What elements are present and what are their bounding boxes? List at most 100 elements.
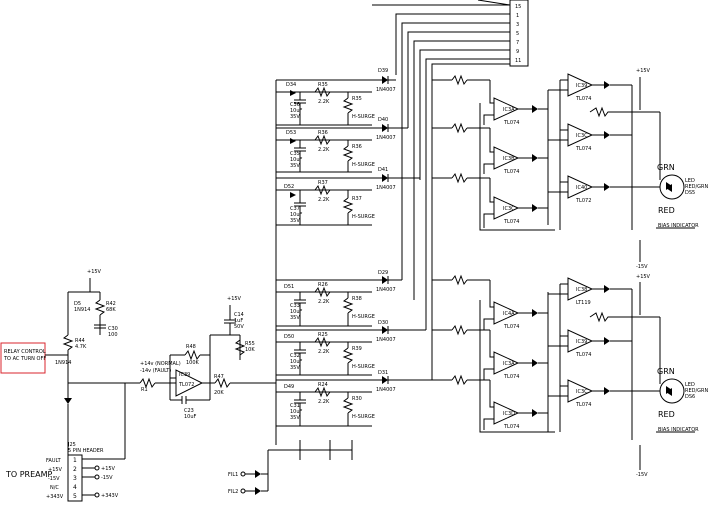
comp-top3-ref: IC40 — [576, 185, 587, 191]
ic39-type: TL072 — [178, 382, 194, 388]
c-top2-val: 10uF — [290, 157, 303, 163]
header-title: TO PREAMP — [5, 470, 53, 479]
comp-bot3-type: TL074 — [575, 402, 591, 408]
header-pin3-num: 3 — [73, 475, 77, 482]
c-top2-volt: 35V — [290, 163, 300, 169]
bus-pin-15: 15 — [515, 4, 521, 10]
top-channel-group: D39 1N4007 R35 2.2K D34 C36 10uF 35V R35… — [275, 68, 420, 226]
opamp-top3-ref: IC3C — [503, 206, 515, 212]
rail-bot-pos: +15V — [636, 274, 651, 280]
c-bot3-ref: C31 — [290, 403, 300, 409]
c-top1-val: 10uF — [290, 108, 303, 114]
c-top1-ref: C36 — [290, 102, 300, 108]
led-top-red: RED — [658, 206, 675, 215]
relay-box-line2: TO AC TURN OFF — [3, 356, 46, 362]
d39-part: 1N4007 — [376, 87, 396, 93]
r-bot2-ref: R25 — [318, 332, 328, 338]
r48-ref: R48 — [186, 344, 196, 350]
bus-pin-7: 7 — [516, 40, 519, 46]
d30-ref: D30 — [378, 320, 388, 326]
s-top2-ref: R36 — [352, 144, 362, 150]
c-bot3-volt: 35V — [290, 415, 300, 421]
c-bot1-volt: 35V — [290, 315, 300, 321]
comp-top2-type: TL074 — [575, 146, 591, 152]
s-bot1-ref: R38 — [352, 296, 362, 302]
r55-ref: R55 — [245, 341, 255, 347]
s-top3-ref: R37 — [352, 196, 362, 202]
d-top1-ref: D34 — [286, 82, 296, 88]
r-top2-ref: R36 — [318, 130, 328, 136]
s-bot1-val: H-SURGE — [352, 314, 375, 320]
header-pin3-name: -15V — [48, 476, 60, 482]
header-pin2-name: +15V — [48, 467, 63, 473]
led-bot-grn: GRN — [657, 367, 675, 376]
d31-ref: D31 — [378, 370, 388, 376]
d5-val: 1N914 — [74, 307, 90, 313]
d39-ref: D39 — [378, 68, 388, 74]
c-bot2-val: 10uF — [290, 359, 303, 365]
bus-pin-5: 5 — [516, 31, 519, 37]
d-bot2-ref: D50 — [284, 334, 294, 340]
rail-top-neg: -15V — [636, 264, 648, 270]
r-top1-val: 2.2K — [318, 99, 330, 105]
ic39-ref: IC39 — [179, 372, 190, 378]
c-bot1-val: 10uF — [290, 309, 303, 315]
header-pin1-num: 1 — [73, 457, 77, 464]
r55-val: 10K — [245, 347, 255, 353]
c-top3-val: 10uF — [290, 212, 303, 218]
rail-top-pos: +15V — [636, 68, 651, 74]
d41-part: 1N4007 — [376, 185, 396, 191]
header-pin2-num: 2 — [73, 466, 77, 473]
rail-bot-neg: -15V — [636, 472, 648, 478]
d30-part: 1N4007 — [376, 337, 396, 343]
r-top3-val: 2.2K — [318, 197, 330, 203]
bias-indicator-bottom: GRN LED RED/GRN DS6 RED BIAS INDICATOR +… — [632, 274, 709, 478]
c-bot1-ref: C33 — [290, 303, 300, 309]
r47-val: 20K — [214, 390, 224, 396]
c-top3-volt: 35V — [290, 218, 300, 224]
c-top2-ref: C35 — [290, 151, 300, 157]
bottom-channel-group: D29 1N4007 R26 2.2K D51 C33 10uF 35V R38… — [276, 270, 432, 427]
r-bot3-val: 2.2K — [318, 399, 330, 405]
comp-bot1-ref: IC38 — [576, 287, 587, 293]
comp-bot2-ref: IC39 — [576, 339, 587, 345]
rail-left-pos: +15V — [87, 269, 102, 275]
d5-ref: D5 — [74, 301, 81, 307]
header-pin4-num: 4 — [73, 484, 77, 491]
s-bot2-val: H-SURGE — [352, 364, 375, 370]
s-top1-val: H-SURGE — [352, 114, 375, 120]
integrator-section: IC39 TL072 R48 100K C23 10uF R47 20K +15… — [169, 296, 276, 420]
relay-control-section: RELAY CONTROL TO AC TURN OFF +15V R42 68… — [0, 269, 181, 420]
r1-ref: R1 — [141, 387, 148, 393]
relay-box-line1: RELAY CONTROL — [4, 349, 46, 355]
top-opamp-section: IC3A TL074 IC3B TL074 IC3C TL074 IC39 TL… — [432, 73, 660, 231]
c23-ref: C23 — [184, 408, 194, 414]
r44-val: 4.7K — [75, 344, 87, 350]
d29-ref: D29 — [378, 270, 388, 276]
d-top2-ref: D53 — [286, 130, 296, 136]
s-top3-val: H-SURGE — [352, 214, 375, 220]
led-top-type: RED/GRN — [685, 184, 709, 190]
c14-val: 1uF — [234, 318, 243, 324]
d40-ref: D40 — [378, 117, 388, 123]
header-pin2-net: +15V — [101, 466, 116, 472]
r44-ref: R44 — [75, 338, 85, 344]
d-top3-ref: D52 — [284, 184, 294, 190]
bus-pin-3: 3 — [516, 22, 519, 28]
comp-top1-type: TL074 — [575, 96, 591, 102]
c-bot2-volt: 35V — [290, 365, 300, 371]
d-bot1-ref: D51 — [284, 284, 294, 290]
led-top-ref: LED — [685, 178, 695, 184]
c-top1-volt: 35V — [290, 114, 300, 120]
r-bot3-ref: R24 — [318, 382, 328, 388]
d40-part: 1N4007 — [376, 135, 396, 141]
c30-ref: C30 — [108, 326, 118, 332]
header-pin5-num: 5 — [73, 493, 77, 500]
opamp-top2-ref: IC3B — [503, 156, 515, 162]
comp-top3-type: TL072 — [575, 198, 591, 204]
r-top2-val: 2.2K — [318, 147, 330, 153]
opamp-top1-ref: IC3A — [503, 107, 515, 113]
signal-bus: 15 1 3 5 7 9 11 — [372, 0, 529, 380]
r48-val: 100K — [186, 360, 200, 366]
header-pin3-net: -15V — [101, 475, 113, 481]
